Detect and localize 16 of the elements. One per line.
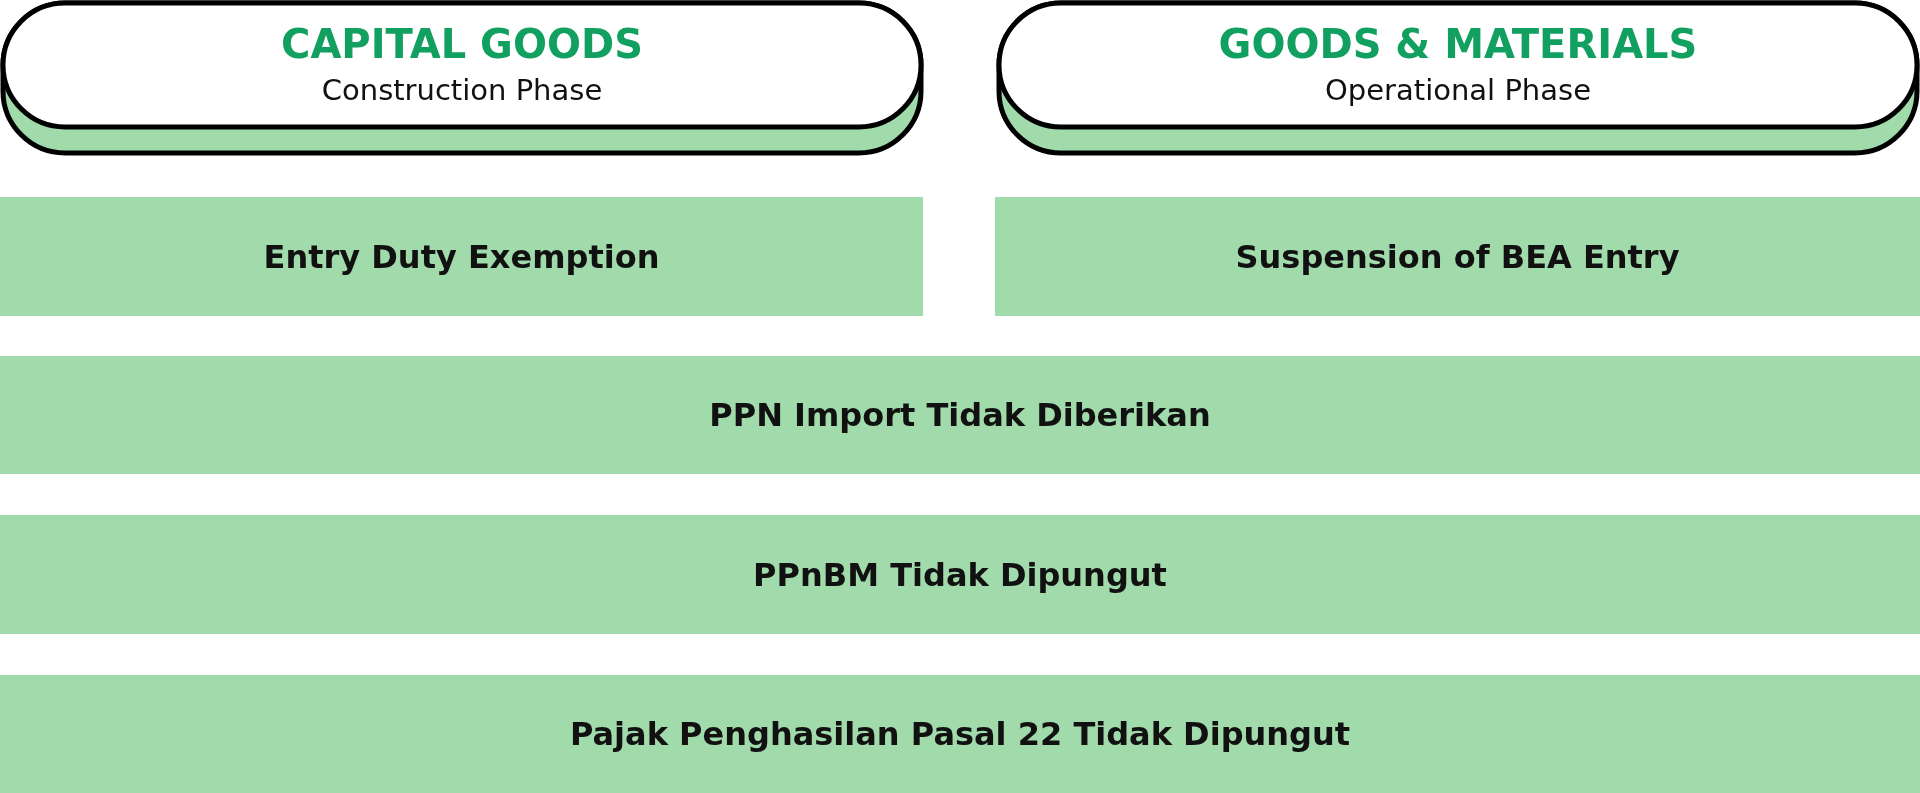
benefit-band xyxy=(0,675,1920,793)
header-pill xyxy=(996,0,1920,156)
band-label: PPnBM Tidak Dipungut xyxy=(753,554,1167,596)
band-label: Suspension of BEA Entry xyxy=(1235,236,1680,278)
subheading: Construction Phase xyxy=(321,72,603,109)
band-label: PPN Import Tidak Diberikan xyxy=(709,395,1211,436)
band-label: Entry Duty Exemption xyxy=(263,236,660,278)
heading: GOODS & MATERIALS xyxy=(1218,20,1698,69)
benefit-band xyxy=(0,515,1920,634)
band-label: Pajak Penghasilan Pasal 22 Tidak Dipungut xyxy=(569,714,1351,755)
benefit-band xyxy=(0,356,1920,474)
benefit-band xyxy=(0,197,923,316)
heading: CAPITAL GOODS xyxy=(281,20,643,69)
benefit-band xyxy=(995,197,1920,316)
subheading: Operational Phase xyxy=(1325,72,1591,109)
header-pill xyxy=(0,0,924,156)
